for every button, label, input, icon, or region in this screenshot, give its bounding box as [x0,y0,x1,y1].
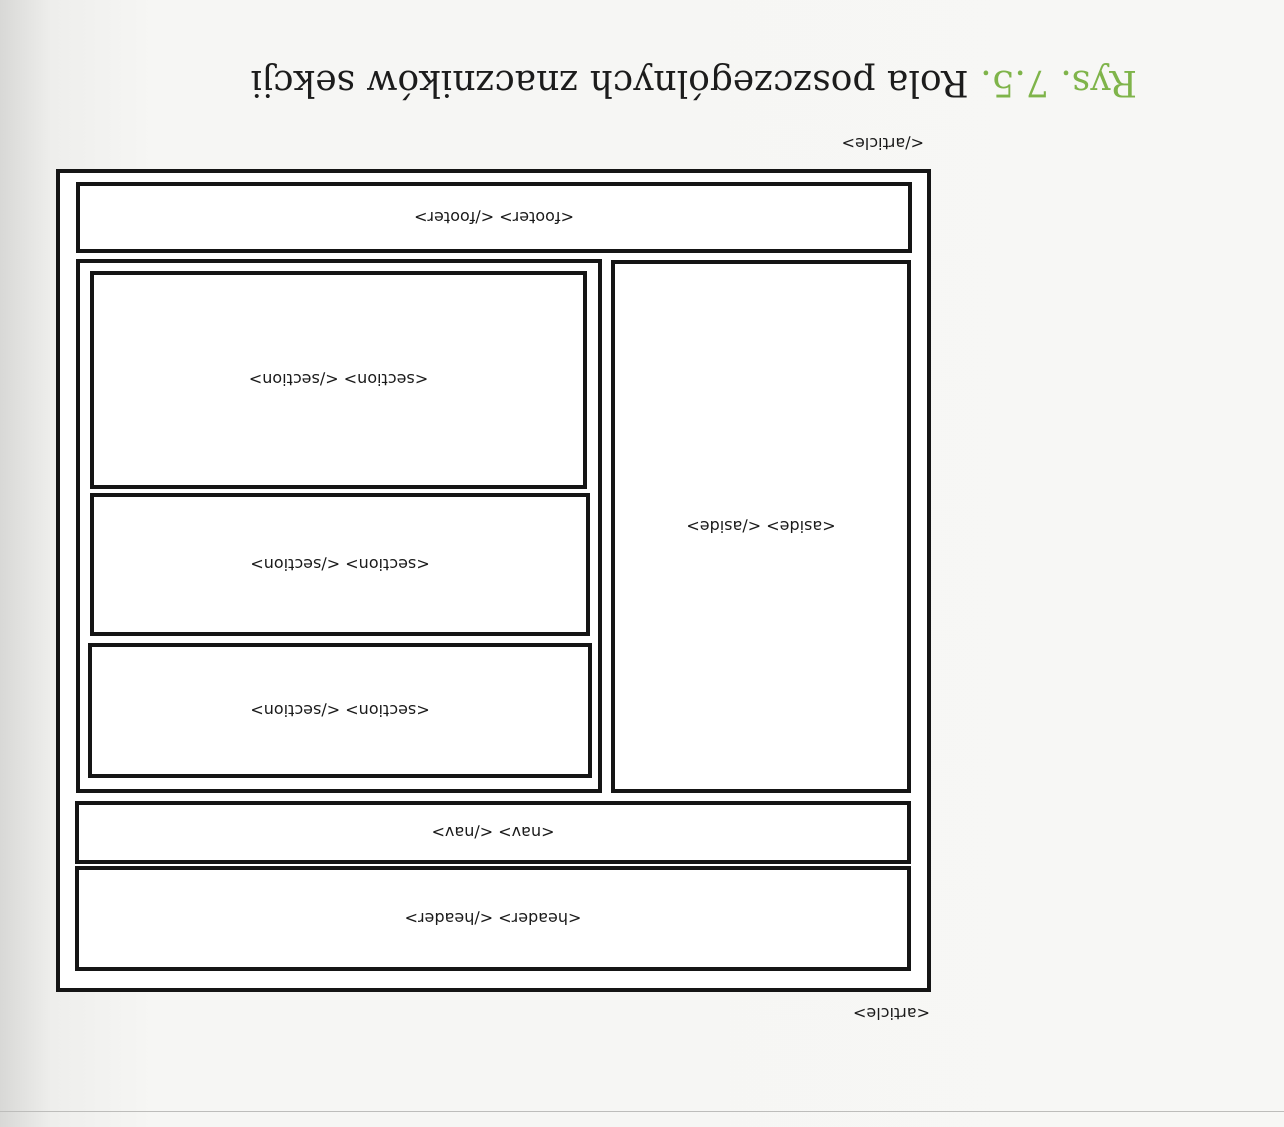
header-label: <header> </header> [404,909,582,928]
section-label-3: <section> </section> [248,370,429,390]
page-rule-line [0,1111,1284,1112]
footer-label: <footer> </footer> [414,208,574,227]
header-box: <header> </header> [75,866,911,971]
section-label-2: <section> </section> [250,555,430,574]
figure-number: Rys. 7.5. [980,62,1137,103]
section-label-1: <section> </section> [250,701,430,720]
section-box-1: <section> </section> [88,643,592,778]
aside-box: <aside> </aside> [611,260,911,793]
section-box-2: <section> </section> [90,493,590,636]
nav-label: <nav> </nav> [431,823,555,842]
article-close-tag: </article> [841,134,924,153]
nav-box: <nav> </nav> [75,801,911,864]
footer-box: <footer> </footer> [76,182,912,253]
figure-caption: Rys. 7.5. Rola poszczególnych znaczników… [251,62,1137,103]
article-open-tag: <article> [853,1004,930,1023]
section-box-3: <section> </section> [90,271,587,489]
aside-label: <aside> </aside> [686,517,836,536]
figure-caption-text: Rola poszczególnych znaczników sekcji [250,62,969,103]
